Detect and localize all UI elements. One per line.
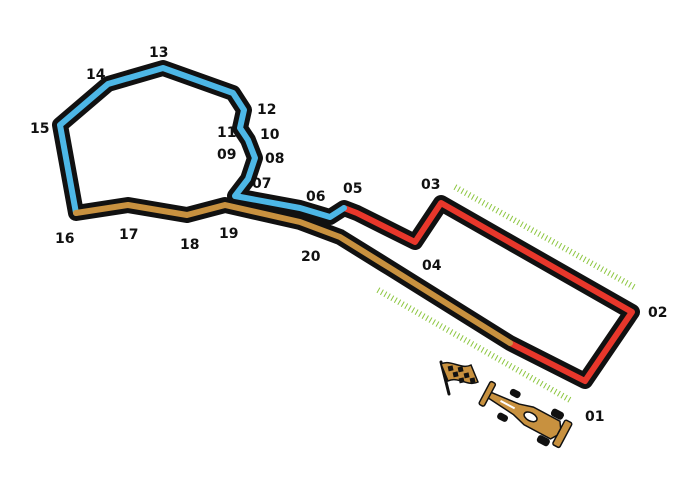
kerb-marks [376,184,636,403]
turn-label-12: 12 [257,102,276,118]
turn-label-16: 16 [55,231,74,247]
turn-label-13: 13 [149,45,168,61]
turn-label-02: 02 [648,305,667,321]
checkered-flag-icon [439,360,479,396]
turn-label-10: 10 [260,127,280,143]
turn-label-01: 01 [585,409,604,425]
turn-label-06: 06 [306,189,325,205]
turn-label-15: 15 [30,121,49,137]
turn-label-09: 09 [217,147,236,163]
sector-2-path [57,65,347,220]
turn-label-17: 17 [119,227,138,243]
turn-label-07: 07 [252,176,271,192]
sector-1-path [341,200,635,384]
turn-label-04: 04 [422,258,442,274]
turn-label-19: 19 [219,226,238,242]
turn-label-14: 14 [86,67,106,83]
turn-label-20: 20 [301,249,321,265]
turn-labels: 01 02 03 04 05 06 07 08 09 10 11 12 13 1… [30,45,667,425]
turn-label-05: 05 [343,181,362,197]
turn-label-11: 11 [217,125,236,141]
race-car-icon [478,380,573,449]
turn-label-08: 08 [265,151,284,167]
turn-label-18: 18 [180,237,199,253]
kerb-mark-bottom [376,287,572,403]
track-outline [52,60,640,389]
kerb-mark-top [453,184,636,290]
turn-label-03: 03 [421,177,440,193]
sector-3-path [73,202,513,346]
